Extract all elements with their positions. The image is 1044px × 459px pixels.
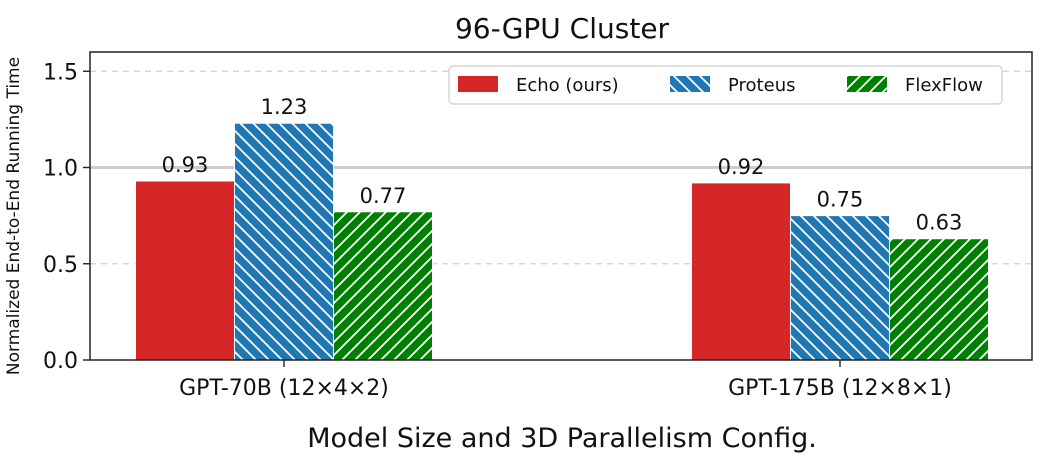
data-label: 0.63	[916, 211, 963, 235]
legend: Echo (ours) Proteus FlexFlow	[448, 65, 1003, 105]
x-axis-ticks: GPT-70B (12×4×2) GPT-175B (12×8×1)	[179, 360, 952, 401]
legend-frame	[448, 65, 1003, 105]
y-tick-label: 1.5	[43, 60, 78, 85]
plot-frame	[89, 51, 1033, 361]
bar	[691, 182, 791, 361]
chart-title: 96-GPU Cluster	[455, 12, 670, 45]
data-label: 0.93	[162, 153, 209, 177]
data-label: 0.77	[360, 184, 407, 208]
x-tick-label: GPT-175B (12×8×1)	[728, 376, 952, 401]
value-labels: 0.93 1.23 0.77 0.92 0.75 0.63	[162, 95, 963, 235]
x-tick-label: GPT-70B (12×4×2)	[179, 376, 389, 401]
y-tick-label: 0.0	[43, 349, 78, 374]
y-tick-label: 1.0	[43, 157, 78, 182]
x-axis-label: Model Size and 3D Parallelism Config.	[307, 423, 817, 454]
y-tick-label: 0.5	[43, 253, 78, 278]
y-axis-ticks: 0.0 0.5 1.0 1.5	[43, 60, 90, 374]
y-axis-label: Normalized End-to-End Running Time	[4, 57, 24, 375]
legend-swatch	[670, 76, 710, 92]
legend-swatch	[458, 76, 498, 92]
legend-label: Echo (ours)	[516, 75, 619, 96]
data-label: 1.23	[261, 95, 308, 119]
bar	[790, 215, 890, 361]
bar	[333, 211, 433, 361]
bars	[135, 122, 989, 361]
bar	[889, 238, 989, 361]
bar	[135, 180, 235, 361]
data-label: 0.92	[718, 155, 765, 179]
legend-label: Proteus	[728, 75, 795, 96]
bar	[234, 122, 334, 361]
legend-label: FlexFlow	[905, 75, 983, 96]
legend-swatch	[847, 76, 887, 92]
data-label: 0.75	[817, 188, 864, 212]
